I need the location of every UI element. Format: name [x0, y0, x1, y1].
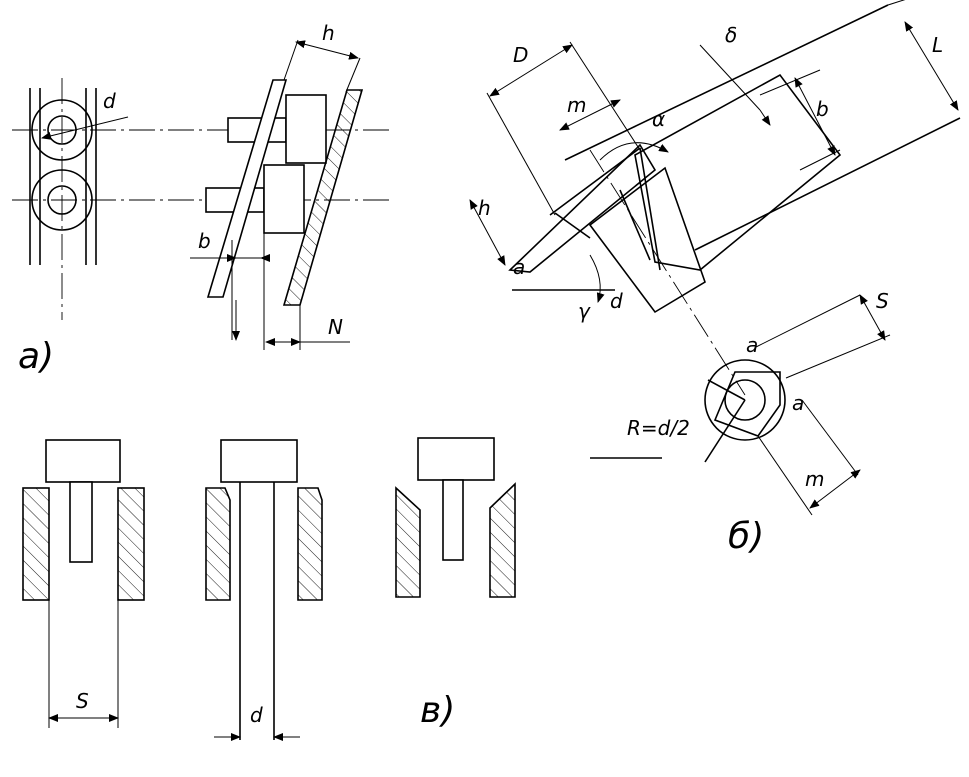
- panel-b-label-b: b: [816, 97, 829, 121]
- panel-c-variant-3: [395, 437, 516, 598]
- panel-c-caption: в): [420, 690, 455, 731]
- panel-b-label-D: D: [513, 43, 528, 67]
- panel-a-punch-upper: [227, 94, 327, 164]
- panel-a-stripper-plate: [206, 79, 288, 298]
- panel-b-label-alpha: α: [652, 107, 665, 131]
- panel-a: d h b N а): [12, 21, 390, 377]
- panel-b-label-d: d: [610, 289, 623, 313]
- panel-a-caption: а): [18, 336, 54, 377]
- panel-a-label-b: b: [198, 229, 211, 253]
- panel-b-label-L: L: [932, 33, 943, 57]
- panel-a-label-N: N: [328, 315, 343, 339]
- panel-b-label-a-left: a: [513, 255, 525, 279]
- panel-b-label-R: R=d/2: [627, 416, 690, 440]
- panel-c-label-S: S: [76, 689, 89, 713]
- panel-b-caption: б): [728, 516, 764, 557]
- panel-b-label-a-top: a: [746, 333, 758, 357]
- panel-c-label-d: d: [250, 703, 263, 727]
- panel-a-strip: [29, 78, 129, 320]
- panel-b-hole-detail: [590, 294, 891, 516]
- panel-b-label-a-right: a: [792, 391, 804, 415]
- panel-b-label-h: h: [478, 196, 491, 220]
- panel-b-label-S: S: [876, 289, 889, 313]
- panel-b-label-delta: δ: [725, 23, 737, 47]
- panel-c-variant-1: [22, 439, 145, 728]
- panel-b-label-m-bottom: m: [805, 467, 824, 491]
- panel-b-label-m-top: m: [567, 93, 586, 117]
- panel-b-label-gamma: γ: [578, 299, 591, 323]
- panel-c-variant-2: [205, 439, 323, 741]
- panel-a-label-d: d: [103, 89, 116, 113]
- panel-b: D m α δ b L h a γ d S a a R=d/2 m б): [469, 0, 961, 557]
- panel-c: S d в): [22, 437, 516, 741]
- panel-a-label-h: h: [322, 21, 335, 45]
